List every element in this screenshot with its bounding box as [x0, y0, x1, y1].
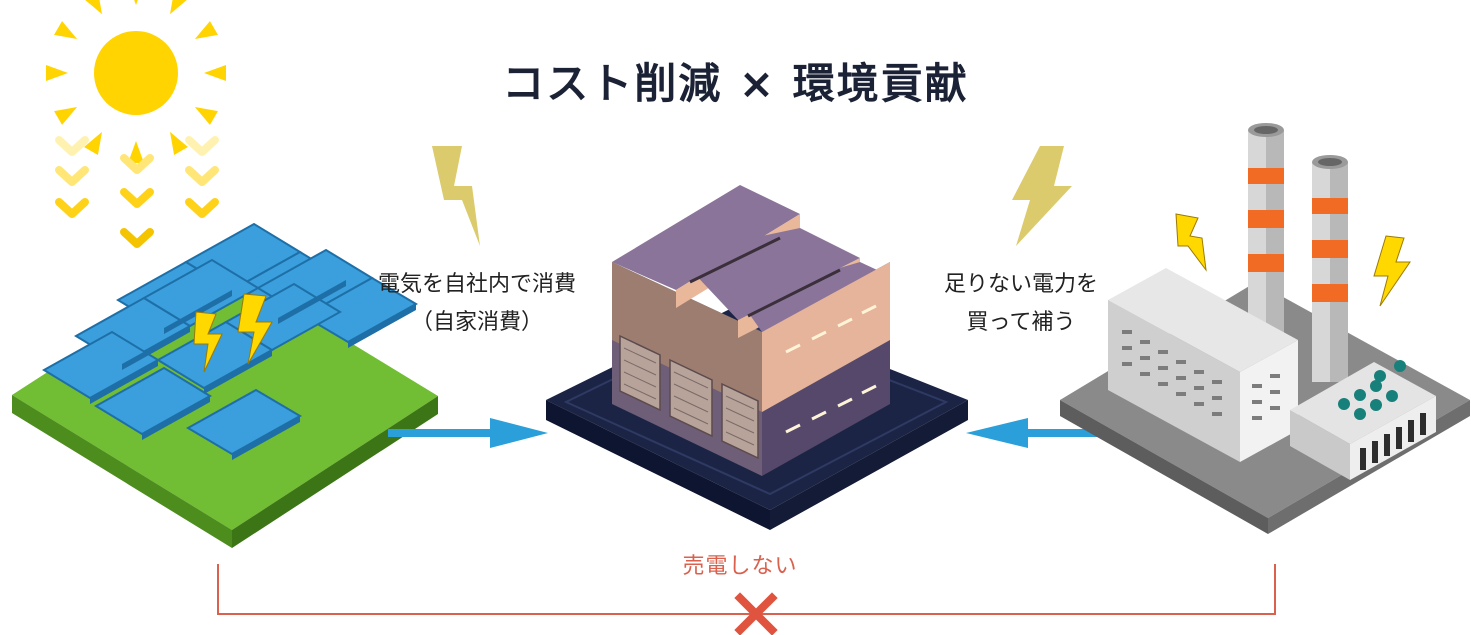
- self-consumption-line2: （自家消費）: [410, 310, 543, 335]
- page-title: コスト削減 × 環境貢献: [502, 59, 969, 108]
- sun-icon: [46, 0, 226, 163]
- purchase-line1: 足りない電力を: [943, 272, 1098, 297]
- purchase-line2: 買って補う: [966, 310, 1076, 335]
- no-sell-label: 売電しない: [682, 554, 798, 579]
- lightning-bolt-icon: [432, 146, 1072, 246]
- lightning-bolt-icon: [193, 293, 273, 373]
- factory-icon: [546, 185, 968, 530]
- right-arrow-icon: [388, 418, 548, 448]
- no-sell-bracket: [217, 564, 1276, 615]
- lightning-bolt-icon: [1175, 213, 1411, 307]
- power-plant-icon: [1060, 123, 1470, 534]
- self-consumption-label: 電気を自社内で消費 （自家消費）: [345, 266, 609, 342]
- purchase-label: 足りない電力を 買って補う: [913, 266, 1129, 342]
- self-consumption-line1: 電気を自社内で消費: [377, 272, 576, 297]
- left-arrow-icon: [966, 418, 1102, 448]
- cross-x-icon: [734, 592, 778, 635]
- solar-panel-field-icon: [12, 222, 438, 548]
